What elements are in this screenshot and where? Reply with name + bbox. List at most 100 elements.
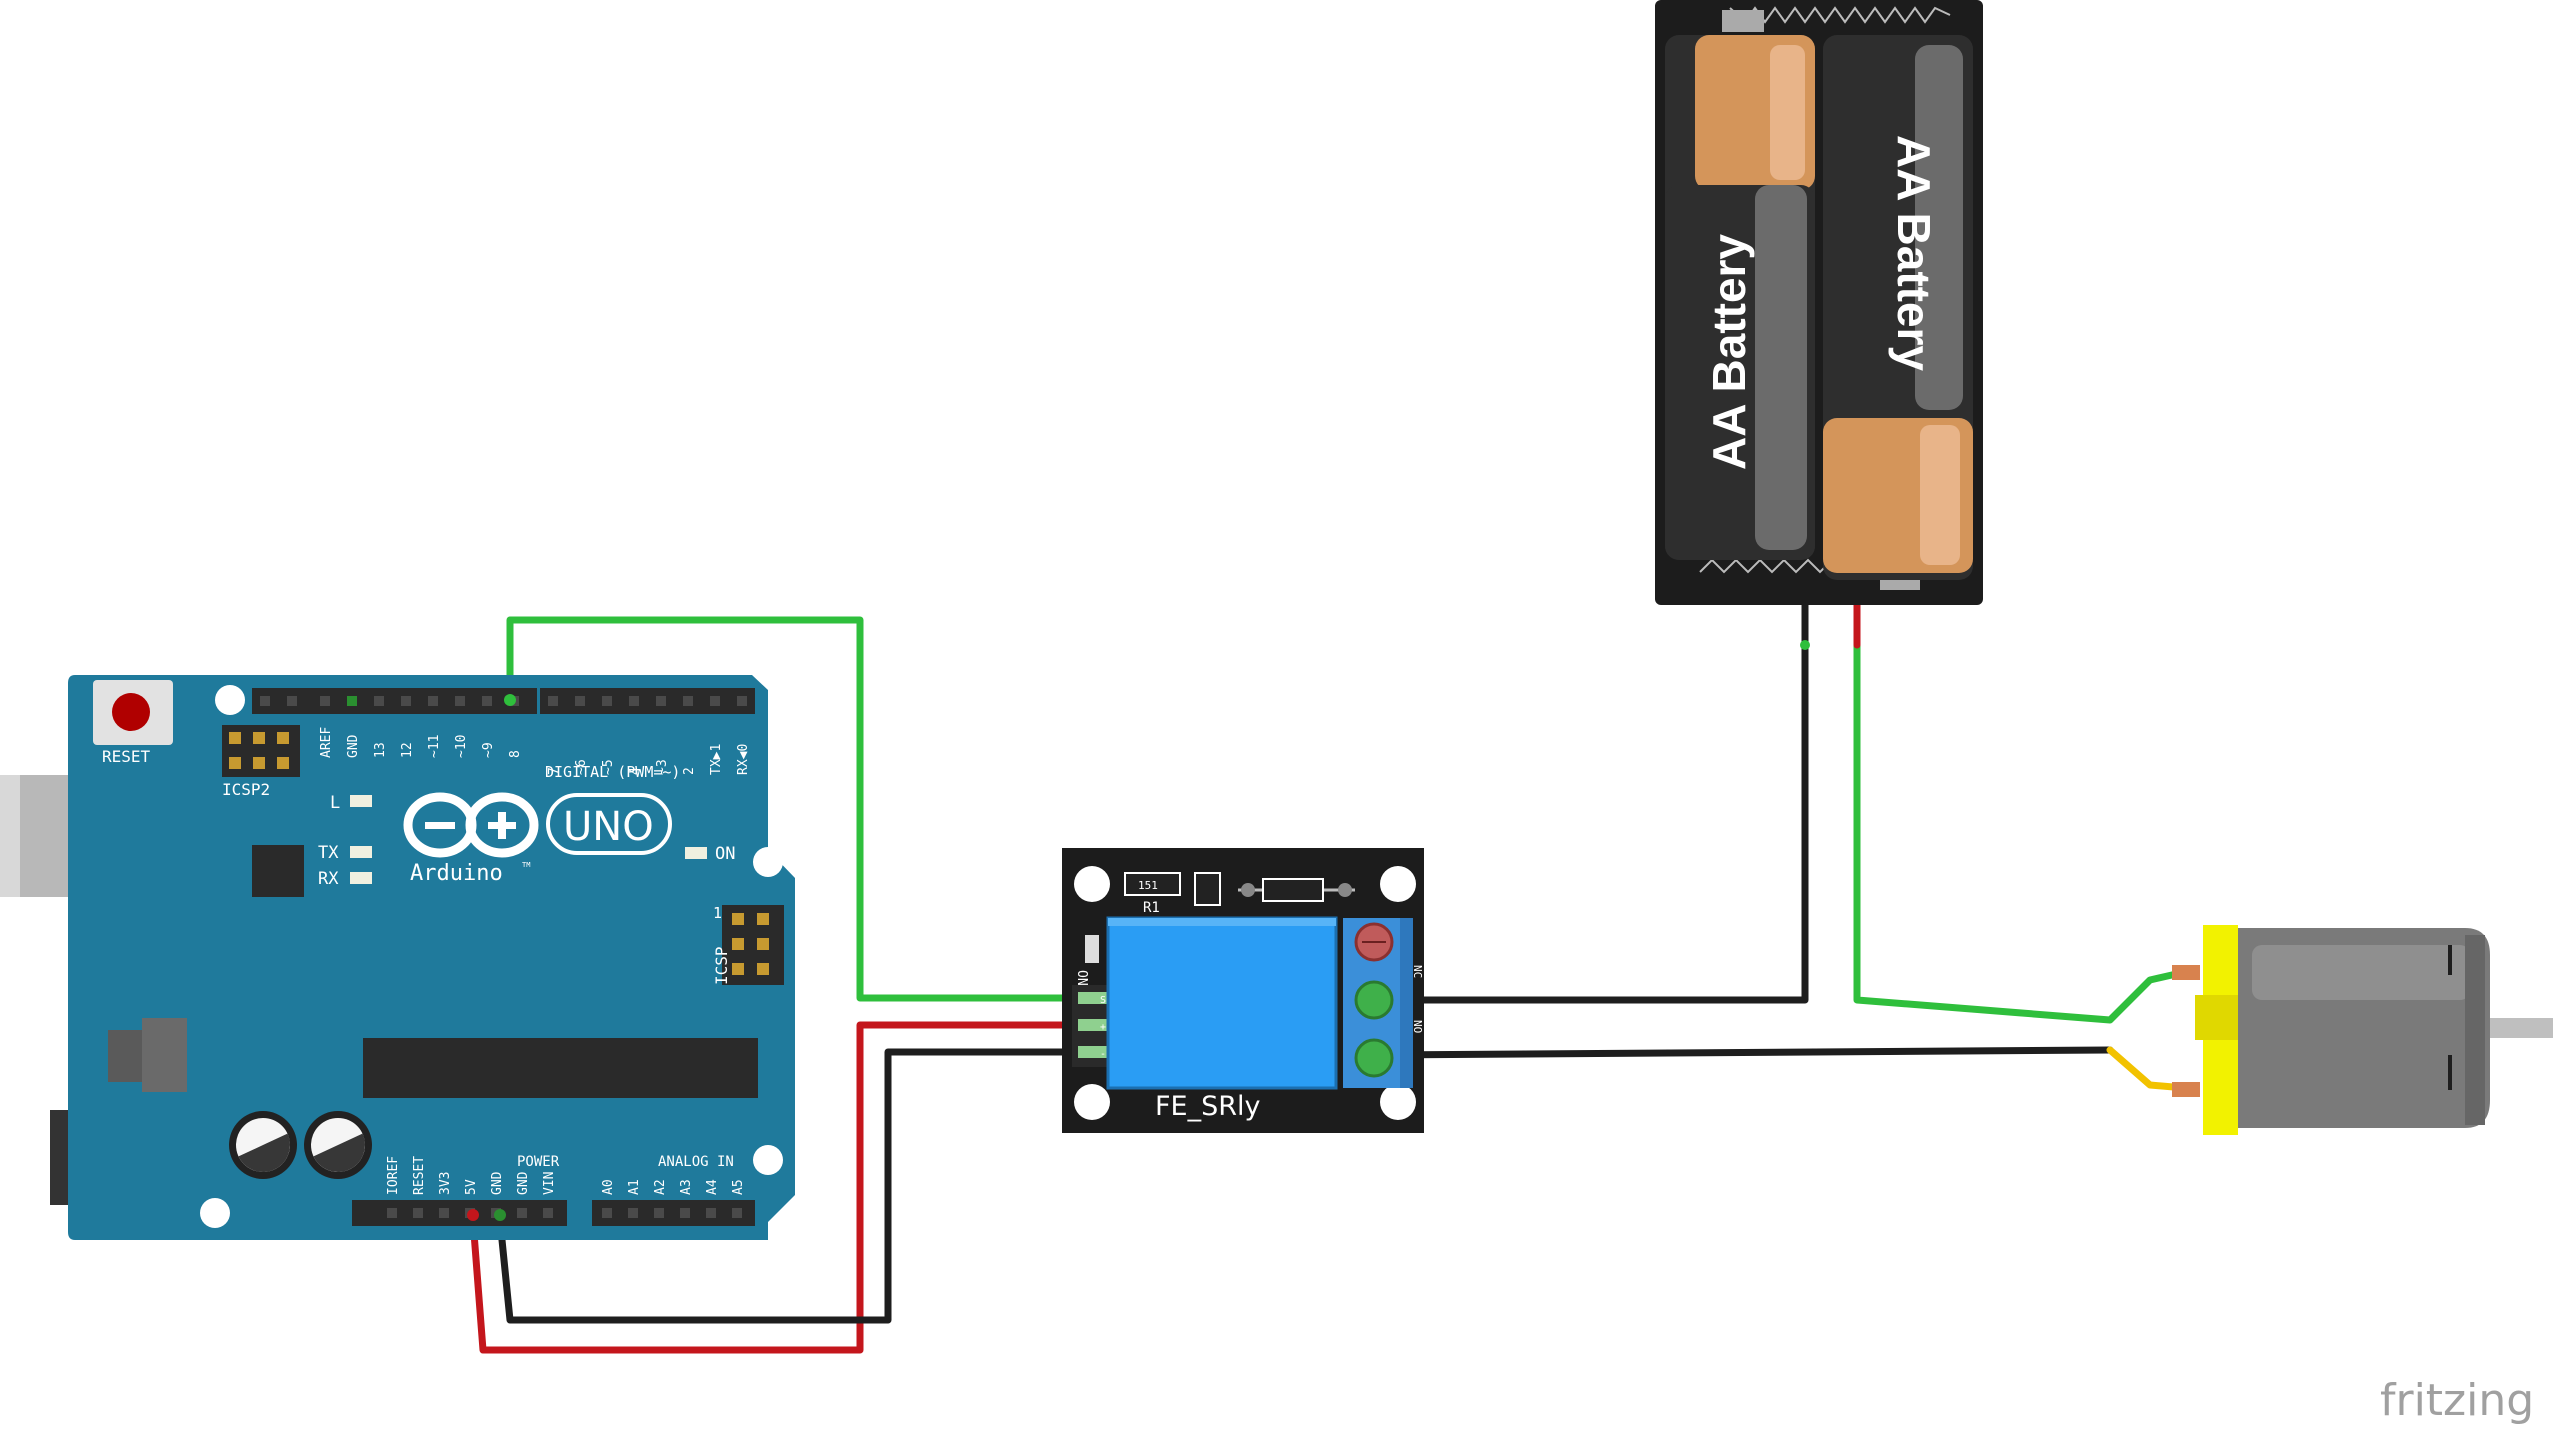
header-pin-hole[interactable] [710,696,720,706]
wire-gnd[interactable] [496,1048,1089,1324]
header-pin-label: A1 [627,1179,642,1195]
led-rx [350,872,372,884]
header-pin-label: IOREF [386,1156,401,1195]
header-pin-label: TX▶1 [709,744,724,775]
battery-right-label: AA Battery [1888,135,1940,371]
header-pin-label: VIN [542,1172,557,1195]
header-pin-label: AREF [319,727,334,758]
voltage-regulator [108,1018,187,1092]
relay-module[interactable]: 151 R1 ON_led S + - [1062,848,1424,1133]
header-pin-hole[interactable] [575,696,585,706]
icsp2-header: ICSP2 [222,725,300,799]
terminal-com-screw [1354,980,1394,1020]
header-pin-label: GND [346,734,361,758]
header-pin-hole[interactable] [732,1208,742,1218]
diode [1238,878,1355,902]
wire-signal-pin8[interactable] [506,616,1089,1002]
header-pin-label: 2 [682,767,697,775]
header-pin-hole[interactable] [737,696,747,706]
header-pin-hole[interactable] [629,696,639,706]
analog-label: ANALOG IN [658,1154,734,1170]
header-pin-hole[interactable] [482,696,492,706]
battery-left-label: AA Battery [1703,234,1755,470]
wire-5v[interactable] [469,1021,1089,1354]
uno-badge [546,793,672,855]
header-pin-label: GND [490,1171,505,1195]
header-pin-hole[interactable] [683,696,693,706]
header-pin-label: 3V3 [438,1172,453,1195]
header-pin-hole[interactable] [387,1208,397,1218]
terminal-nc-label: NC [1411,965,1424,978]
header-pin-hole[interactable] [428,696,438,706]
header-pin-hole[interactable] [628,1208,638,1218]
header-pin-label: A5 [731,1179,746,1195]
header-pin-hole[interactable] [260,696,270,706]
led-on-label: ON [715,844,735,864]
resistor-r1 [1124,872,1181,896]
wire-endpoints [467,640,1810,1221]
relay-name-label: FE_SRly [1155,1091,1260,1122]
header-pin-hole[interactable] [401,696,411,706]
header-pin-hole[interactable] [287,696,297,706]
header-pin-label: ~5 [601,759,616,775]
mounting-hole [753,847,783,877]
header-pin-label: 7 [547,767,562,775]
icsp2-label: ICSP2 [222,780,270,799]
mounting-hole [200,1198,230,1228]
mounting-hole [1380,866,1416,902]
header-pin-label: 4 [628,767,643,775]
header-pin-hole[interactable] [413,1208,423,1218]
header-pin-hole[interactable] [374,696,384,706]
dc-motor[interactable] [2172,925,2553,1135]
led-tx [350,846,372,858]
arduino-tm: TM [522,861,530,869]
header-pin-label: 13 [373,742,388,758]
header-pin-hole[interactable] [654,1208,664,1218]
header-pin-hole[interactable] [347,696,357,706]
header-pin-hole[interactable] [602,696,612,706]
led-tx-label: TX [318,843,339,863]
wire-battery-negative[interactable] [1374,596,1809,1004]
led-on [685,847,707,859]
header-pin-hole[interactable] [543,1208,553,1218]
reset-label: RESET [102,747,151,766]
header-pin-hole[interactable] [548,696,558,706]
led-l [350,795,372,807]
header-pin-hole[interactable] [455,696,465,706]
header-pin-label: 8 [508,750,523,758]
header-pin-hole[interactable] [706,1208,716,1218]
header-pin-hole[interactable] [602,1208,612,1218]
battery-pack[interactable]: AA Battery AA Battery [1655,0,1983,605]
capacitors [229,1111,372,1179]
header-pin-hole[interactable] [439,1208,449,1218]
wire-relay-to-motor[interactable] [1374,1046,2114,1059]
header-pin-hole[interactable] [517,1208,527,1218]
battery-cell-left: AA Battery [1665,35,1815,560]
transistor-q1 [1194,872,1221,906]
atmega-chip [363,1038,758,1098]
header-pin-label: A0 [601,1179,616,1195]
arduino-logo: Arduino TM UNO [403,792,672,886]
icsp-pin1-label: 1 [713,904,722,922]
on-led [1085,935,1099,963]
header-pin-hole[interactable] [656,696,666,706]
header-pin-hole[interactable] [320,696,330,706]
led-rx-label: RX [318,869,339,889]
mounting-hole [1074,866,1110,902]
status-leds: L TX RX ON [318,793,735,889]
resistor-value: 151 [1138,879,1158,892]
usb-chip [252,845,304,897]
header-pin-label: ~11 [427,735,442,758]
screw-terminal[interactable]: NC NO [1343,918,1424,1088]
relay-input-pins[interactable]: S + - [1072,985,1112,1067]
wire-battery-positive[interactable] [1853,601,2189,1024]
mounting-hole [215,685,245,715]
uno-label: UNO [563,804,654,850]
header-pin-label: 5V [464,1179,479,1195]
header-pin-hole[interactable] [680,1208,690,1218]
header-pin-label: 12 [400,742,415,758]
r1-label: R1 [1143,900,1160,916]
